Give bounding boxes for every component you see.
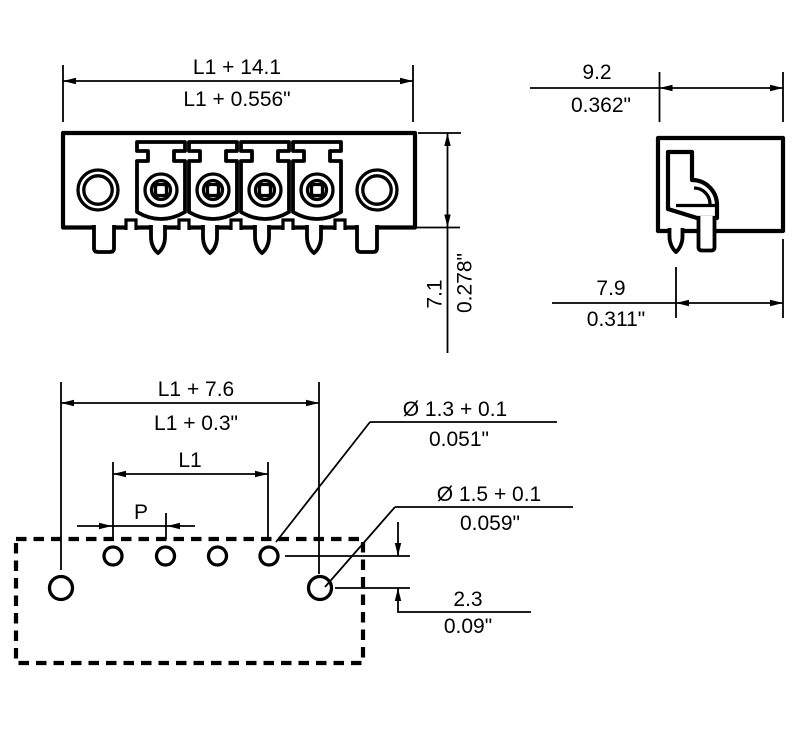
- leader-line: [324, 506, 396, 588]
- dim-pin-offset-in-label: 0.311": [587, 308, 645, 331]
- arrowhead: [676, 299, 689, 307]
- side-view: 9.2 0.362" 7.9 0.311": [530, 61, 786, 331]
- contact-module-3: [239, 140, 291, 221]
- side-pin-square: [696, 216, 717, 253]
- label-large-hole-dia: Ø 1.5 + 0.1 0.059": [324, 483, 573, 588]
- mounting-hole-outer: [76, 168, 120, 212]
- drill-hole-small-1: [102, 545, 124, 567]
- contact-outer-circle: [299, 172, 335, 208]
- dim-row-offset: 2.3 0.09": [285, 522, 531, 638]
- arrowhead: [444, 214, 451, 228]
- drill-hole-small-3: [206, 545, 229, 567]
- arrowhead: [99, 522, 112, 530]
- clamp-contact: [665, 149, 720, 221]
- small-hole-dia-mm-label: Ø 1.3 + 0.1: [403, 398, 508, 421]
- label-small-hole-dia: Ø 1.3 + 0.1 0.051": [275, 398, 557, 543]
- dim-front-height-in-label: 0.278": [454, 253, 477, 313]
- dim-side-width: 9.2 0.362": [530, 61, 784, 122]
- contact-module-1: [135, 140, 187, 221]
- dim-pitch-label: P: [134, 501, 148, 524]
- dim-front-height: 7.1 0.278": [417, 132, 477, 353]
- solder-pin-2: [201, 225, 219, 255]
- dim-side-width-mm-label: 9.2: [582, 61, 611, 84]
- dim-overall-width: L1 + 14.1 L1 + 0.556": [62, 56, 414, 122]
- arrowhead: [394, 543, 402, 556]
- arrowhead: [167, 522, 180, 530]
- dim-front-height-mm-label: 7.1: [424, 279, 447, 308]
- dim-span: L1 + 7.6 L1 + 0.3": [60, 378, 320, 574]
- dim-l1: L1: [112, 449, 269, 539]
- arrowhead: [113, 470, 126, 478]
- mounting-hole-inner: [361, 174, 393, 206]
- dim-pitch: P: [77, 501, 195, 539]
- mounting-peg-left: [92, 225, 116, 254]
- contact-square-hole: [153, 182, 169, 198]
- edge-notch: [229, 218, 243, 230]
- dim-overall-width-in-label: L1 + 0.556": [183, 88, 290, 111]
- small-hole-dia-in-label: 0.051": [429, 428, 489, 451]
- arrowhead: [61, 399, 74, 407]
- arrowhead: [659, 84, 673, 92]
- front-view: L1 + 14.1 L1 + 0.556": [60, 56, 477, 353]
- drill-hole-small-2: [154, 545, 177, 567]
- contact-module-4: [291, 140, 343, 221]
- arrowhead: [770, 299, 783, 307]
- edge-notch: [124, 218, 138, 230]
- dim-l1-label: L1: [178, 449, 201, 472]
- drill-hole-large-left: [47, 574, 75, 602]
- mounting-hole-left: [76, 168, 120, 212]
- leader-line: [275, 421, 371, 543]
- arrowhead: [770, 84, 783, 92]
- front-body-outline: [60, 130, 418, 230]
- contact-outer-circle: [195, 172, 231, 208]
- solder-pin-1: [149, 225, 167, 255]
- pcb-outline: [13, 536, 366, 666]
- dim-pin-offset: 7.9 0.311": [552, 239, 784, 331]
- contact-outer-circle: [143, 172, 179, 208]
- arrowhead: [306, 399, 319, 407]
- arrowhead: [255, 470, 268, 478]
- dim-span-mm-label: L1 + 7.6: [158, 378, 234, 401]
- large-hole-dia-in-label: 0.059": [460, 512, 520, 535]
- dim-side-width-in-label: 0.362": [571, 94, 631, 117]
- edge-notch: [281, 218, 295, 230]
- solder-pin-3: [253, 225, 271, 255]
- contact-square-hole: [205, 182, 221, 198]
- solder-pin-4: [305, 225, 323, 255]
- mounting-hole-inner: [82, 174, 114, 206]
- contact-ring: [305, 178, 329, 202]
- edge-notch: [177, 218, 191, 230]
- contact-outer-circle: [247, 172, 283, 208]
- mounting-peg-right: [355, 225, 379, 254]
- dim-pin-offset-mm-label: 7.9: [596, 277, 625, 300]
- mounting-hole-outer: [355, 168, 399, 212]
- dim-span-in-label: L1 + 0.3": [154, 412, 238, 435]
- contact-ring: [149, 178, 173, 202]
- contact-ring: [253, 178, 277, 202]
- dim-row-offset-in-label: 0.09": [444, 615, 492, 638]
- side-pin-tapered: [667, 228, 685, 254]
- mounting-hole-right: [355, 168, 399, 212]
- arrowhead: [394, 588, 402, 601]
- contact-square-hole: [257, 182, 273, 198]
- drill-hole-large-right: [306, 574, 334, 602]
- contact-module-2: [187, 140, 239, 221]
- arrowhead: [400, 77, 413, 85]
- contact-square-hole: [309, 182, 325, 198]
- arrowhead: [444, 133, 451, 146]
- edge-notch: [333, 218, 347, 230]
- clamp-arc: [693, 186, 712, 205]
- drill-hole-small-4: [258, 545, 280, 567]
- arrowhead: [63, 77, 76, 85]
- contact-ring: [201, 178, 225, 202]
- dim-row-offset-mm-label: 2.3: [453, 588, 482, 611]
- dim-overall-width-mm-label: L1 + 14.1: [193, 56, 281, 79]
- pcb-layout: L1 + 7.6 L1 + 0.3" L1 P: [13, 378, 573, 666]
- large-hole-dia-mm-label: Ø 1.5 + 0.1: [437, 483, 542, 506]
